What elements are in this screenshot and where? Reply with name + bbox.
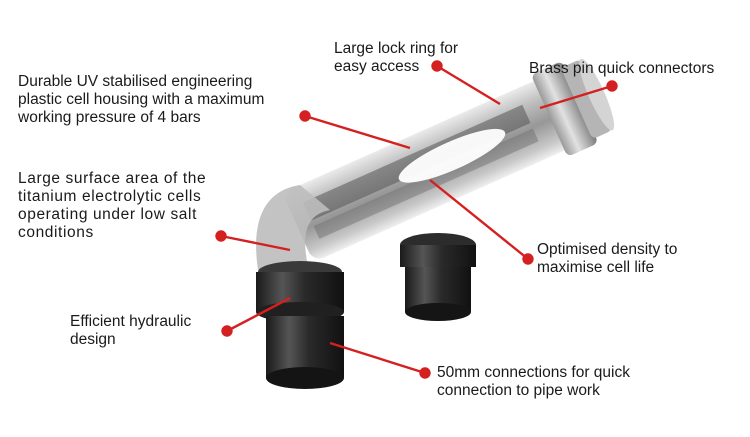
cell-housing-tube [286, 58, 615, 259]
connections-marker [419, 367, 431, 379]
callout-surface-area: Large surface area of the titanium elect… [18, 170, 207, 241]
callout-housing: Durable UV stabilised engineering plasti… [18, 73, 265, 126]
density-marker [522, 253, 534, 265]
brass-pin-marker [606, 80, 618, 92]
lock-ring [532, 62, 597, 155]
surface-area-marker [215, 230, 227, 242]
callout-lock-ring: Large lock ring for easy access [334, 40, 459, 75]
rear-pipe-connector [400, 233, 476, 321]
callout-leaders [215, 60, 618, 379]
callout-brass-pin: Brass pin quick connectors [529, 60, 715, 77]
housing-marker [299, 110, 311, 122]
hydraulic-marker [221, 325, 233, 337]
callout-density: Optimised density to maximise cell life [537, 241, 678, 276]
elbow-joint [256, 185, 330, 275]
callout-hydraulic: Efficient hydraulic design [70, 313, 192, 348]
front-pipe-connector [256, 261, 344, 389]
callout-connections: 50mm connections for quick connection to… [437, 364, 630, 399]
lock-ring-marker [431, 60, 443, 72]
